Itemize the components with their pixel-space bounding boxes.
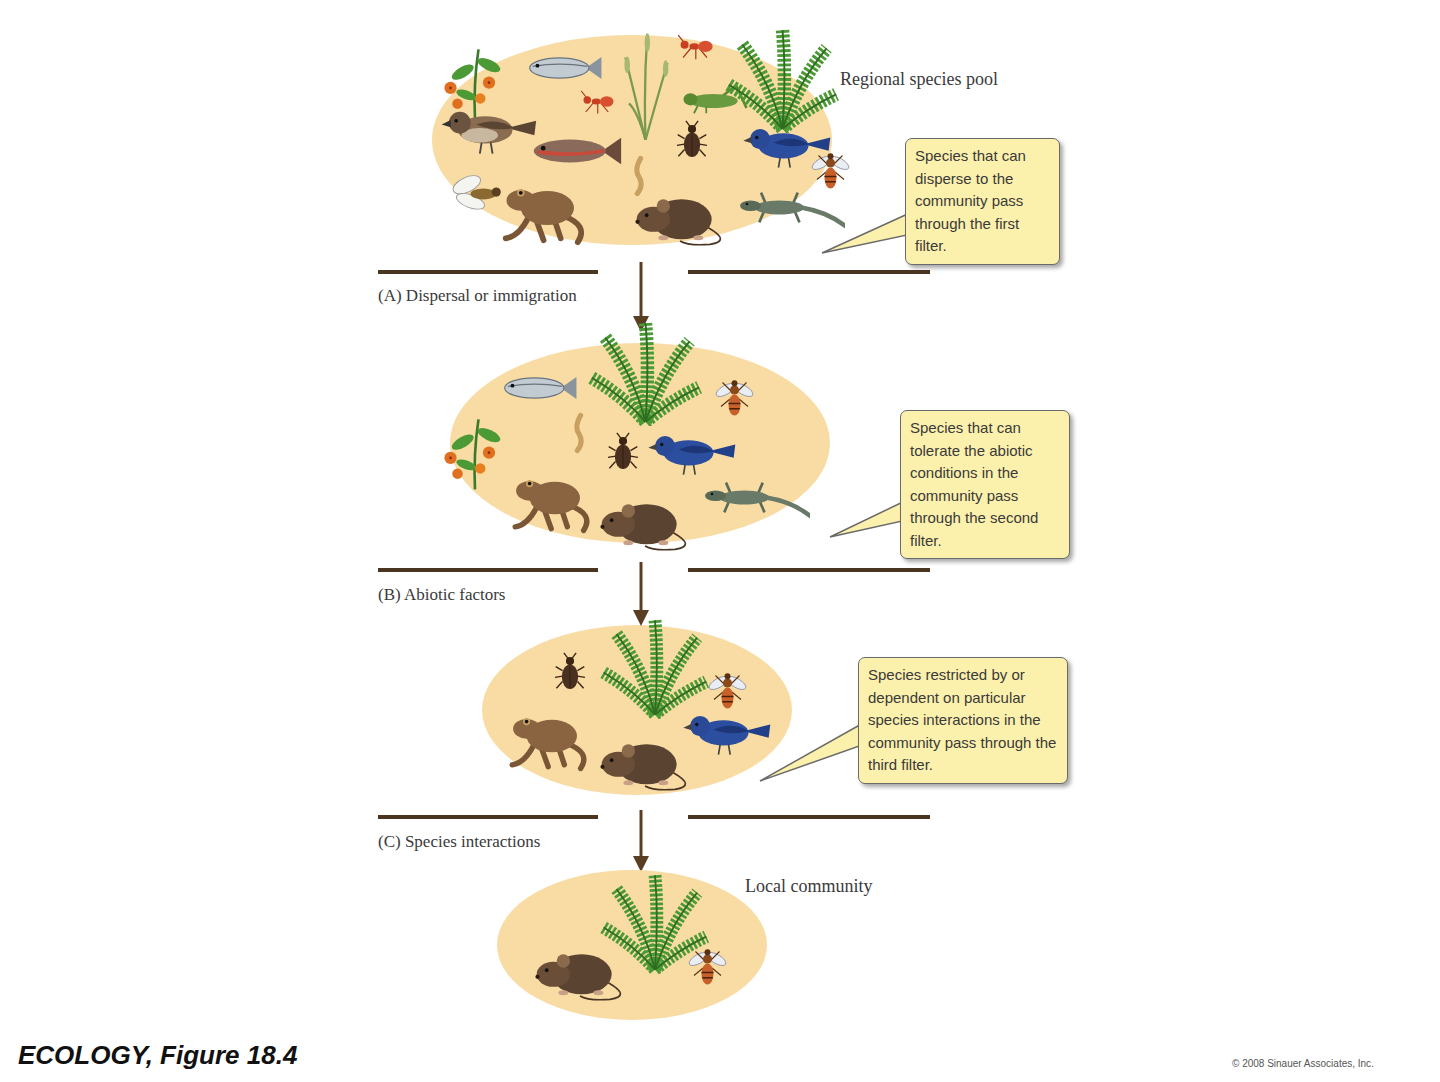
- mouse: [635, 199, 720, 244]
- figure-caption: ECOLOGY, Figure 18.4: [18, 1040, 297, 1071]
- wasp: [810, 153, 851, 188]
- callout-text: Species restricted by or dependent on pa…: [868, 664, 1058, 777]
- callout-text: Species that can disperse to the communi…: [915, 145, 1050, 258]
- sparrow: [442, 112, 537, 154]
- ant: [581, 91, 613, 114]
- fish: [530, 57, 602, 79]
- ellipse-outline: [497, 870, 767, 1020]
- filter-callout: Species restricted by or dependent on pa…: [858, 657, 1068, 784]
- grass: [624, 34, 668, 140]
- callout-text: Species that can tolerate the abiotic co…: [910, 417, 1060, 552]
- ellipse-fill: [432, 35, 832, 245]
- wasp: [707, 673, 748, 708]
- fly: [450, 172, 500, 213]
- ellipse-outline: [432, 35, 832, 245]
- filter-label: (C) Species interactions: [378, 830, 634, 854]
- filter-label: (A) Dispersal or immigration: [378, 284, 584, 308]
- fern: [604, 875, 707, 969]
- mouse: [600, 504, 685, 549]
- worm: [637, 158, 641, 193]
- filter-callout: Species that can tolerate the abiotic co…: [900, 410, 1070, 559]
- frog: [512, 718, 584, 768]
- frog: [506, 189, 582, 242]
- fern: [592, 323, 699, 422]
- species-pool-ellipse: Local community: [497, 870, 767, 1020]
- ellipse-fill: [497, 870, 767, 1020]
- lizard: [705, 483, 810, 516]
- beetle: [677, 121, 707, 157]
- grasshopper: [684, 85, 747, 113]
- fern: [604, 620, 707, 714]
- filtered-pool-ellipse: [450, 343, 830, 543]
- pool-title: Regional species pool: [840, 69, 998, 90]
- flowering-plant: [444, 419, 502, 489]
- flow-arrow: [633, 262, 649, 872]
- fern: [729, 30, 836, 129]
- beetle: [555, 653, 585, 689]
- pool-title: Local community: [745, 876, 872, 897]
- filtered-pool-ellipse: [482, 625, 792, 795]
- wasp: [714, 380, 755, 415]
- blue-bird: [648, 436, 735, 474]
- ant: [678, 35, 712, 59]
- mouse: [535, 954, 620, 999]
- filter-label: (B) Abiotic factors: [378, 583, 614, 607]
- blue-bird: [683, 716, 770, 754]
- lizard: [740, 193, 845, 226]
- trout: [534, 138, 621, 165]
- copyright-note: © 2008 Sinauer Associates, Inc.: [1232, 1058, 1374, 1069]
- fish: [505, 377, 577, 399]
- species-pool-ellipse: Regional species pool: [432, 35, 832, 245]
- filter-bar: [378, 272, 930, 817]
- wasp: [687, 949, 728, 984]
- filter-callout: Species that can disperse to the communi…: [905, 138, 1060, 265]
- frog: [515, 480, 587, 530]
- flowering-plant: [444, 49, 502, 119]
- mouse: [600, 744, 685, 789]
- beetle: [608, 433, 638, 469]
- worm: [577, 415, 581, 450]
- blue-bird: [743, 129, 830, 167]
